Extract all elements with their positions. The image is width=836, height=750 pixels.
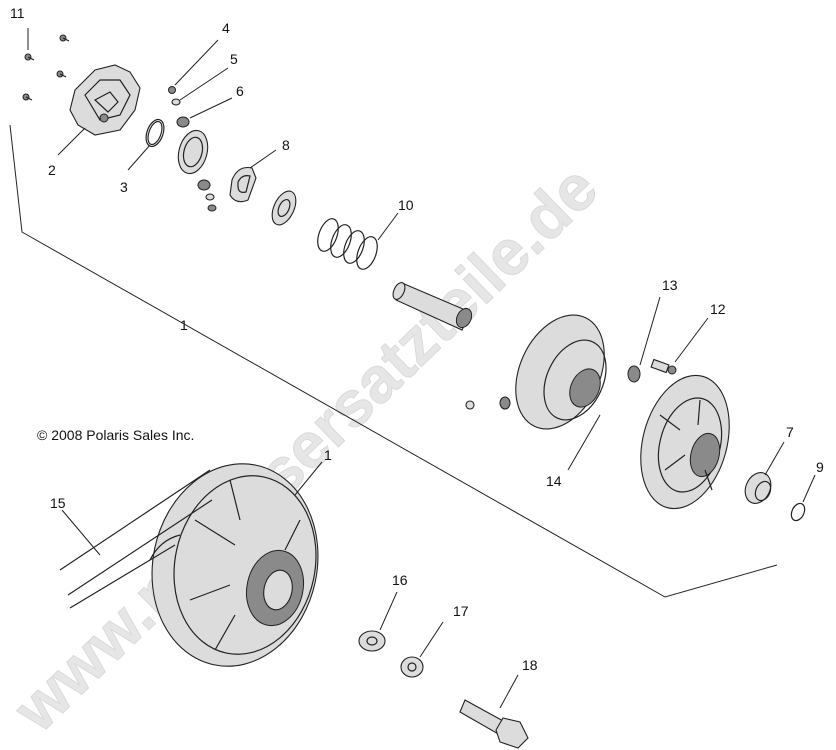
part-17-washer	[400, 656, 424, 678]
callout-1-assembly: 1	[324, 447, 332, 463]
callout-8: 8	[282, 137, 290, 153]
callout-16: 16	[392, 572, 408, 588]
part-16-washer	[358, 630, 386, 652]
part-3-ring	[145, 118, 165, 148]
callout-5: 5	[230, 51, 238, 67]
callout-10: 10	[398, 197, 414, 213]
leader-lines	[27, 28, 816, 709]
part-15-belt	[59, 469, 213, 609]
part-10-spring	[317, 218, 378, 270]
part-5-washer	[171, 98, 181, 106]
callout-2: 2	[48, 162, 56, 178]
part-2-cover	[69, 64, 141, 136]
assembly-frame	[9, 124, 778, 598]
part-4-screw	[168, 86, 176, 94]
part-12-bolt	[650, 358, 677, 375]
callout-4: 4	[222, 20, 230, 36]
callout-18: 18	[522, 657, 538, 673]
watermark: www.polarisersatzteile.de	[0, 151, 611, 745]
copyright-notice: © 2008 Polaris Sales Inc.	[37, 427, 194, 443]
callout-1: 1	[180, 317, 188, 333]
callout-15: 15	[50, 495, 66, 511]
part-spacer-washer	[271, 190, 297, 226]
part-1-clutch-assembly	[149, 463, 319, 667]
callout-9: 9	[816, 459, 824, 475]
callout-14: 14	[546, 473, 562, 489]
callout-12: 12	[710, 301, 726, 317]
callout-17: 17	[453, 603, 469, 619]
part-shaft	[392, 282, 473, 331]
part-13-washer	[627, 365, 641, 383]
part-6-roller-assembly	[176, 116, 217, 212]
callout-7: 7	[786, 424, 794, 440]
part-7-bearing	[744, 472, 772, 504]
part-8-clip	[229, 166, 257, 203]
callout-11: 11	[10, 5, 25, 21]
callout-13: 13	[662, 277, 678, 293]
callout-3: 3	[120, 179, 128, 195]
callout-6: 6	[236, 83, 244, 99]
part-14-sheave	[465, 314, 607, 430]
part-9-snap-ring	[790, 502, 806, 522]
part-movable-sheave	[640, 374, 730, 510]
part-18-bolt	[459, 699, 529, 749]
part-11-screws	[22, 34, 70, 101]
